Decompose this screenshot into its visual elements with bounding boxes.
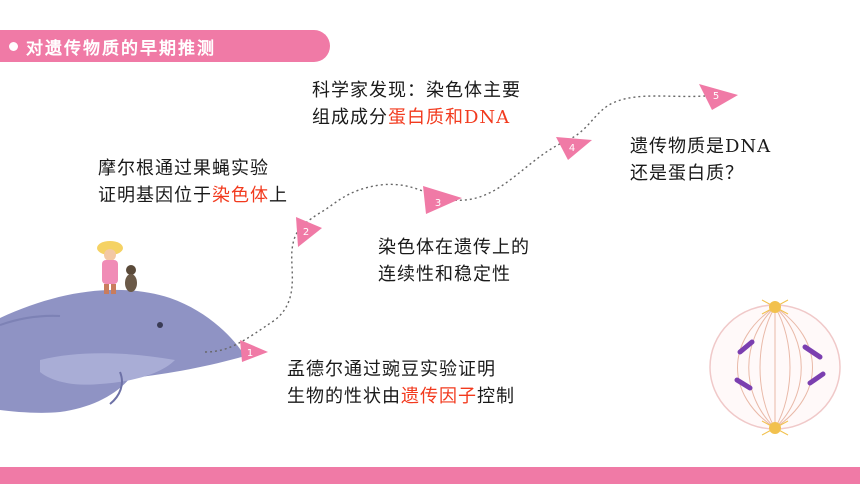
step-4-line-2: 组成成分蛋白质和DNA bbox=[312, 107, 511, 128]
step-2-line-2: 证明基因位于染色体上 bbox=[98, 185, 288, 206]
step-1-line-2: 生物的性状由遗传因子控制 bbox=[287, 386, 515, 407]
step-marker-2: 2 bbox=[296, 217, 322, 247]
girl-illustration bbox=[97, 241, 123, 294]
dog-illustration bbox=[125, 265, 137, 292]
step-5-text: 遗传物质是DNA 还是蛋白质？ bbox=[630, 133, 771, 187]
step-marker-1: 1 bbox=[240, 340, 268, 362]
step-5-line-2: 还是蛋白质？ bbox=[630, 163, 744, 184]
step-number: 2 bbox=[303, 227, 309, 238]
step-1-text: 孟德尔通过豌豆实验证明 生物的性状由遗传因子控制 bbox=[287, 356, 515, 410]
step-number: 4 bbox=[569, 143, 575, 154]
step-2-line-1: 摩尔根通过果蝇实验 bbox=[98, 158, 269, 179]
whale-illustration bbox=[0, 289, 245, 413]
step-1-line-1: 孟德尔通过豌豆实验证明 bbox=[287, 359, 496, 380]
step-3-line-1: 染色体在遗传上的 bbox=[378, 237, 530, 258]
step-4-text: 科学家发现：染色体主要 组成成分蛋白质和DNA bbox=[312, 77, 521, 131]
highlight-text: 遗传因子 bbox=[401, 386, 477, 407]
highlight-text: 蛋白质和DNA bbox=[388, 107, 511, 128]
title-bar: 对遗传物质的早期推测 bbox=[0, 30, 330, 62]
bottom-bar bbox=[0, 467, 860, 484]
step-marker-3: 3 bbox=[423, 186, 462, 214]
step-marker-4: 4 bbox=[556, 137, 592, 160]
spindle-cell-illustration bbox=[709, 299, 841, 436]
page-title: 对遗传物质的早期推测 bbox=[26, 39, 216, 59]
step-2-text: 摩尔根通过果蝇实验 证明基因位于染色体上 bbox=[98, 155, 288, 209]
step-number: 5 bbox=[713, 91, 719, 102]
step-number: 3 bbox=[435, 198, 441, 209]
step-4-line-1: 科学家发现：染色体主要 bbox=[312, 80, 521, 101]
step-5-line-1: 遗传物质是DNA bbox=[630, 136, 772, 157]
title-bullet bbox=[9, 42, 18, 51]
step-3-text: 染色体在遗传上的 连续性和稳定性 bbox=[378, 234, 530, 288]
step-3-line-2: 连续性和稳定性 bbox=[378, 264, 511, 285]
step-number: 1 bbox=[247, 348, 253, 359]
step-marker-5: 5 bbox=[699, 84, 738, 110]
highlight-text: 染色体 bbox=[212, 185, 269, 206]
